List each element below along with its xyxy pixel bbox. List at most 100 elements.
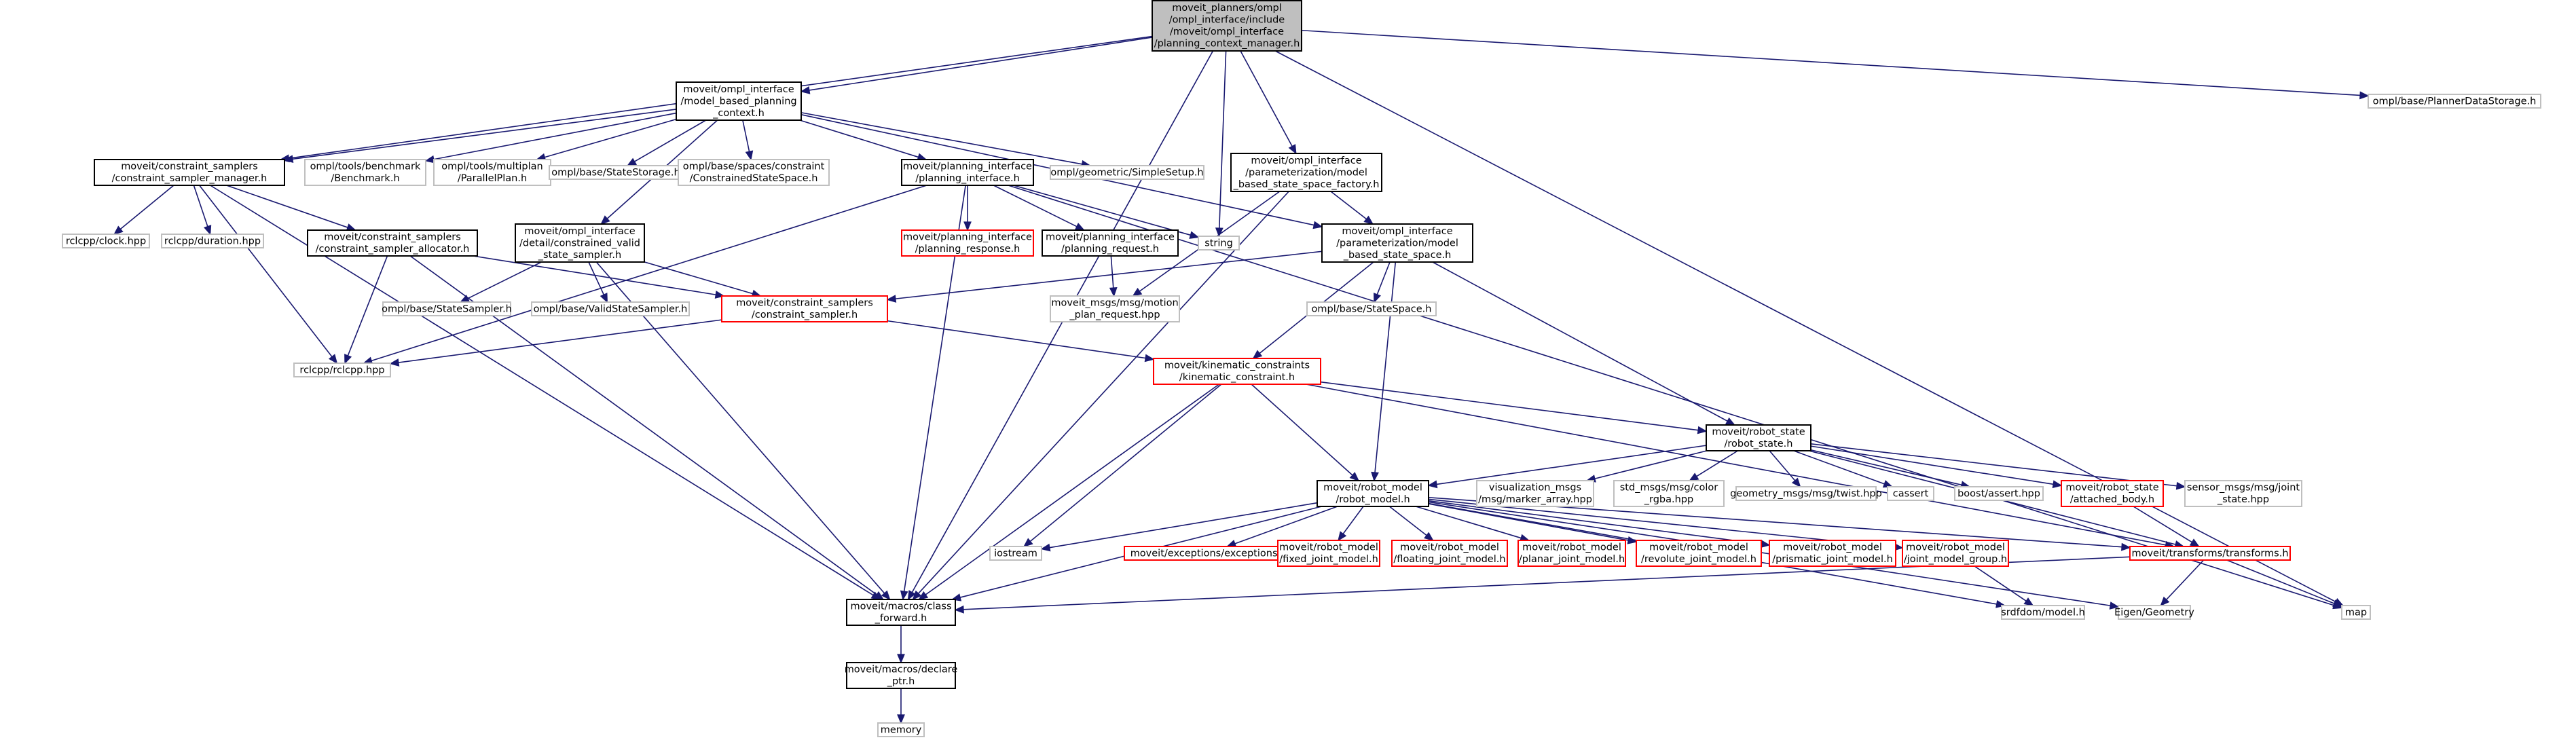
include-edge-kc-to-rm xyxy=(1251,384,1360,482)
node-label-line: moveit/robot_model xyxy=(1906,542,2005,553)
node-label-line: moveit/kinematic_constraints xyxy=(1164,360,1310,371)
node-tf[interactable]: moveit/transforms/transforms.h xyxy=(2129,546,2291,561)
node-box xyxy=(877,722,925,737)
node-statespace[interactable]: ompl/base/StateSpace.h xyxy=(1306,301,1437,316)
edge-line xyxy=(1306,384,2166,546)
node-planar[interactable]: moveit/robot_model/planar_joint_model.h xyxy=(1517,540,1626,567)
node-duration[interactable]: rclcpp/duration.hpp xyxy=(161,234,264,248)
node-label-line: /ompl_interface/include xyxy=(1169,15,1285,26)
node-clock[interactable]: rclcpp/clock.hpp xyxy=(62,234,150,248)
node-rm[interactable]: moveit/robot_model/robot_model.h xyxy=(1317,480,1429,507)
edge-line xyxy=(1388,506,1427,536)
edge-line xyxy=(1432,261,1728,422)
node-label-line: rclcpp/rclcpp.hpp xyxy=(299,365,384,375)
edge-line xyxy=(801,112,1082,165)
node-mpr[interactable]: moveit_msgs/msg/motion_plan_request.hpp xyxy=(1050,295,1180,322)
node-mbss[interactable]: moveit/ompl_interface/parameterization/m… xyxy=(1321,223,1473,263)
node-exc[interactable]: moveit/exceptions/exceptions.h xyxy=(1124,546,1293,561)
node-cassert[interactable]: cassert xyxy=(1887,486,1934,501)
node-map[interactable]: map xyxy=(2341,605,2371,620)
node-label-line: /parameterization/model xyxy=(1245,167,1367,178)
node-string[interactable]: string xyxy=(1198,236,1240,251)
node-floating[interactable]: moveit/robot_model/floating_joint_model.… xyxy=(1391,540,1508,567)
node-eigen[interactable]: Eigen/Geometry xyxy=(2114,605,2194,620)
node-presp[interactable]: moveit/planning_interface/planning_respo… xyxy=(901,229,1034,257)
node-bench[interactable]: ompl/tools/benchmark/Benchmark.h xyxy=(304,159,426,186)
node-vis[interactable]: visualization_msgs/msg/marker_array.hpp xyxy=(1476,480,1594,507)
include-edge-jmg-to-srdf xyxy=(1974,565,2034,606)
node-js[interactable]: sensor_msgs/msg/joint_state.hpp xyxy=(2184,480,2302,507)
edge-arrowhead xyxy=(1288,144,1297,155)
node-multiplan[interactable]: ompl/tools/multiplan/ParallelPlan.h xyxy=(433,159,551,186)
node-csm[interactable]: moveit/constraint_samplers/constraint_sa… xyxy=(94,159,285,186)
node-kc[interactable]: moveit/kinematic_constraints/kinematic_c… xyxy=(1153,358,1321,385)
node-rgba[interactable]: std_msgs/msg/color_rgba.hpp xyxy=(1613,480,1725,507)
node-mbssf[interactable]: moveit/ompl_interface/parameterization/m… xyxy=(1230,153,1382,192)
node-cf[interactable]: moveit/macros/class_forward.h xyxy=(846,599,956,626)
node-label-line: /parameterization/model xyxy=(1336,238,1458,248)
node-cvss[interactable]: moveit/ompl_interface/detail/constrained… xyxy=(515,223,645,263)
node-revolute[interactable]: moveit/robot_model/revolute_joint_model.… xyxy=(1636,540,1762,567)
node-statesampler[interactable]: ompl/base/StateSampler.h xyxy=(382,301,512,316)
node-box xyxy=(433,159,551,186)
edge-arrowhead xyxy=(886,295,897,303)
include-edge-csm-to-rclcpp xyxy=(199,185,338,365)
include-edge-kc-to-tf xyxy=(1306,384,2175,549)
include-edge-pi-to-presp xyxy=(963,185,972,231)
node-box xyxy=(901,159,1034,186)
node-css[interactable]: ompl/base/spaces/constraint/ConstrainedS… xyxy=(678,159,830,186)
node-pds[interactable]: ompl/base/PlannerDataStorage.h xyxy=(2368,94,2541,109)
node-fixed[interactable]: moveit/robot_model/fixed_joint_model.h xyxy=(1277,540,1380,567)
node-box xyxy=(989,546,1042,561)
node-boostassert[interactable]: boost/assert.hpp xyxy=(1954,486,2044,501)
node-cs[interactable]: moveit/constraint_samplers/constraint_sa… xyxy=(721,295,888,322)
node-validss[interactable]: ompl/base/ValidStateSampler.h xyxy=(531,301,690,316)
edge-arrowhead xyxy=(1689,472,1699,481)
node-prismatic[interactable]: moveit/robot_model/prismatic_joint_model… xyxy=(1769,540,1896,567)
node-box xyxy=(1277,540,1380,567)
node-box xyxy=(531,301,690,316)
node-iostream[interactable]: iostream xyxy=(989,546,1042,561)
node-srdf[interactable]: srdfdom/model.h xyxy=(2001,605,2085,620)
edge-arrowhead xyxy=(954,605,964,614)
node-simple[interactable]: ompl/geometric/SimpleSetup.h xyxy=(1050,165,1204,180)
node-label-line: cassert xyxy=(1893,488,1929,499)
node-rs[interactable]: moveit/robot_state/robot_state.h xyxy=(1706,424,1811,451)
edge-arrowhead xyxy=(1189,231,1200,239)
edge-arrowhead xyxy=(897,654,905,664)
node-dp[interactable]: moveit/macros/declare_ptr.h xyxy=(845,662,958,689)
edge-line xyxy=(1330,191,1367,220)
include-edge-rs-to-vis xyxy=(1585,450,1707,483)
include-edge-root-to-string xyxy=(1215,50,1227,238)
node-label-line: sensor_msgs/msg/joint xyxy=(2187,483,2300,494)
node-jmg[interactable]: moveit/robot_model/joint_model_group.h xyxy=(1902,540,2009,567)
node-ss[interactable]: ompl/base/StateStorage.h xyxy=(549,165,683,180)
include-edge-pi-to-rclcpp xyxy=(363,185,927,365)
node-twist[interactable]: geometry_msgs/msg/twist.hpp xyxy=(1730,486,1882,501)
node-box xyxy=(901,229,1034,257)
node-label-line: moveit/macros/declare xyxy=(845,665,958,675)
node-csa[interactable]: moveit/constraint_samplers/constraint_sa… xyxy=(307,229,478,257)
edge-arrowhead xyxy=(1109,287,1118,297)
node-rclcpp[interactable]: rclcpp/rclcpp.hpp xyxy=(293,363,391,377)
node-label-line: _context.h xyxy=(712,108,765,119)
node-label-line: geometry_msgs/msg/twist.hpp xyxy=(1730,488,1882,499)
include-edge-rs-to-rgba xyxy=(1689,450,1738,481)
edge-line xyxy=(742,119,750,152)
node-label-line: string xyxy=(1204,238,1233,248)
edge-arrowhead xyxy=(204,225,212,236)
node-label-line: /kinematic_constraint.h xyxy=(1179,372,1295,383)
node-ab[interactable]: moveit/robot_state/attached_body.h xyxy=(2061,480,2164,507)
include-edge-preq-to-mpr xyxy=(1109,255,1118,297)
node-memory[interactable]: memory xyxy=(877,722,925,737)
node-label-line: /constraint_sampler_allocator.h xyxy=(316,244,470,255)
include-edge-tf-to-map xyxy=(2226,559,2343,608)
node-mbpc[interactable]: moveit/ompl_interface/model_based_planni… xyxy=(676,81,802,121)
include-edge-mbss-to-rs xyxy=(1432,261,1736,426)
node-label-line: moveit/robot_model xyxy=(1279,542,1378,553)
node-preq[interactable]: moveit/planning_interface/planning_reque… xyxy=(1042,229,1179,257)
node-box xyxy=(2341,605,2371,620)
include-edge-cs-to-kc xyxy=(887,320,1155,363)
node-pi[interactable]: moveit/planning_interface/planning_inter… xyxy=(901,159,1034,186)
node-label-line: ompl/base/ValidStateSampler.h xyxy=(534,303,688,314)
